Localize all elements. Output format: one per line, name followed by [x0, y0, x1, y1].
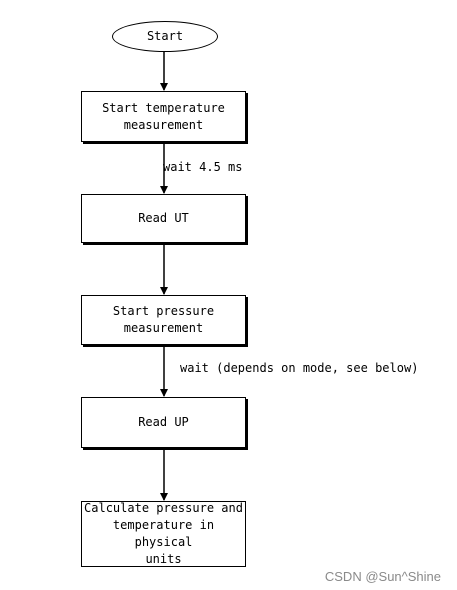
read-up-label: Read UP [138, 415, 189, 429]
wait-pressure-label: wait (depends on mode, see below) [180, 361, 419, 375]
start-terminal-label: Start [146, 29, 184, 43]
read-ut-label: Read UT [138, 211, 189, 225]
start-pressure-label: Start pressure measurement [112, 304, 215, 335]
calculate-box: Calculate pressure and temperature in ph… [81, 501, 246, 567]
start-temperature-box: Start temperature measurement [81, 91, 246, 142]
watermark-text: CSDN @Sun^Shine [324, 569, 441, 584]
start-pressure-box: Start pressure measurement [81, 295, 246, 345]
read-ut-box: Read UT [81, 194, 246, 243]
wait-temperature-label: wait 4.5 ms [163, 160, 243, 174]
read-up-box: Read UP [81, 397, 246, 448]
start-temperature-label: Start temperature measurement [102, 100, 225, 132]
start-terminal: Start [112, 21, 218, 52]
calculate-label: Calculate pressure and temperature in ph… [84, 501, 243, 566]
